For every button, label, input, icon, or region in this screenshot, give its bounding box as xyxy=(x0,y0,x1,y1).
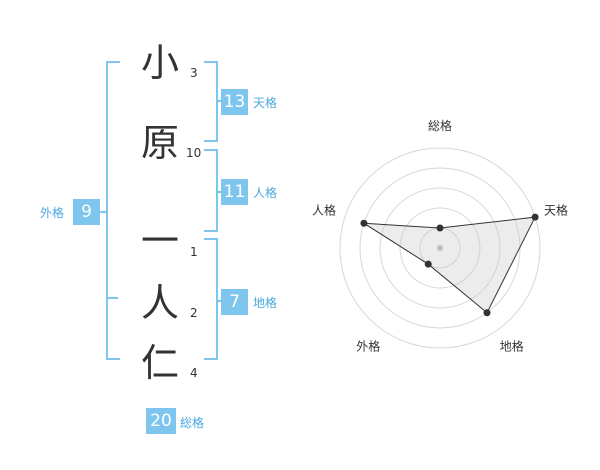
tenkaku-connector xyxy=(216,100,221,102)
radar-ring-5 xyxy=(339,147,541,349)
soukaku-label: 総格 xyxy=(180,416,205,430)
soukaku-value: 20 xyxy=(146,408,176,434)
stroke-count-2: 10 xyxy=(186,146,202,160)
radar-axis-label-3: 外格 xyxy=(356,339,380,354)
radar-axis-label-4: 人格 xyxy=(312,202,336,217)
radar-center xyxy=(437,245,443,251)
radar-ring-2 xyxy=(399,207,481,289)
name-char-2: 原 xyxy=(140,121,179,165)
radar-axis-label-0: 総格 xyxy=(428,118,452,133)
radar-axis-label-1: 天格 xyxy=(544,202,568,217)
gaikaku-label: 外格 xyxy=(40,206,65,220)
radar-ring-3 xyxy=(379,187,501,309)
radar-point-4 xyxy=(360,219,368,227)
jinkaku-value: 11 xyxy=(221,179,248,205)
jinkaku-label: 人格 xyxy=(253,186,278,200)
name-char-1: 小 xyxy=(140,41,179,85)
chikaku-value: 7 xyxy=(221,289,248,315)
stroke-count-1: 3 xyxy=(190,66,198,80)
radar-point-0 xyxy=(436,224,444,232)
chikaku-label: 地格 xyxy=(253,296,278,310)
stroke-count-4: 2 xyxy=(190,306,198,320)
tenkaku-value: 13 xyxy=(221,89,248,115)
jinkaku-connector xyxy=(216,191,221,193)
gaikaku-bracket-tick xyxy=(106,297,118,299)
stroke-count-5: 4 xyxy=(190,366,198,380)
name-char-5: 仁 xyxy=(140,341,179,385)
chikaku-bracket xyxy=(204,238,218,360)
gaikaku-value: 9 xyxy=(73,199,100,225)
radar-series-polygon xyxy=(363,216,536,314)
name-char-3: 一 xyxy=(140,219,179,263)
name-char-4: 人 xyxy=(140,281,179,325)
stroke-count-3: 1 xyxy=(190,245,198,259)
radar-point-2 xyxy=(483,309,491,317)
tenkaku-label: 天格 xyxy=(253,96,278,110)
radar-point-1 xyxy=(531,213,539,221)
jinkaku-bracket xyxy=(204,149,218,232)
radar-axis-label-2: 地格 xyxy=(500,339,524,354)
gaikaku-connector xyxy=(99,211,107,213)
gaikaku-bracket xyxy=(106,61,120,360)
chikaku-connector xyxy=(216,300,221,302)
radar-point-3 xyxy=(424,260,432,268)
